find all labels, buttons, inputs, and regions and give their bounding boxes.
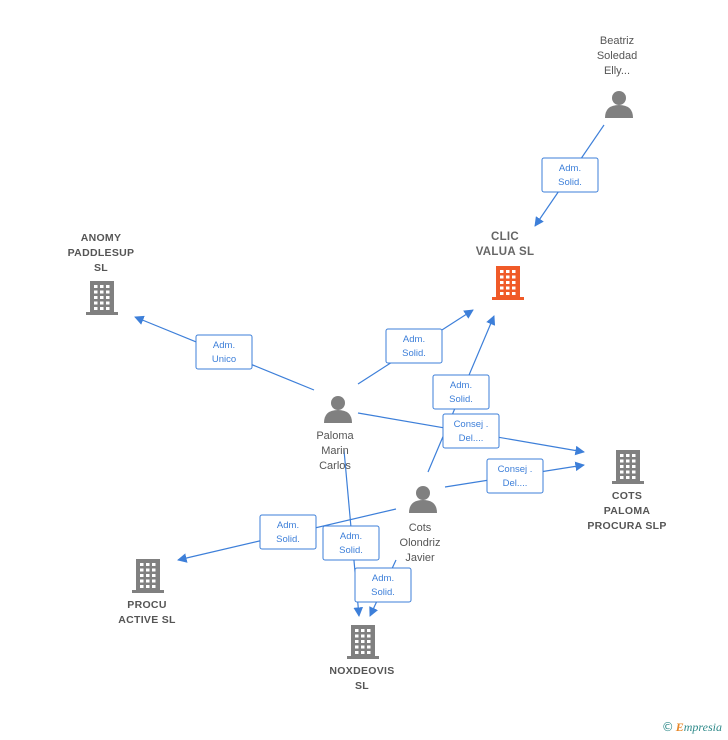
relation-label-line: Solid. <box>449 394 473 405</box>
node-label-line: Cots <box>409 522 432 534</box>
building-icon <box>347 625 379 659</box>
relation-label-line: Solid. <box>371 587 395 598</box>
node-label-line: ANOMY <box>81 232 122 244</box>
relation-label-line: Solid. <box>558 177 582 188</box>
node-label-line: CLIC <box>491 231 519 243</box>
node-label-line: Soledad <box>597 50 637 62</box>
relation-label-paloma-noxdeovis[interactable]: Adm. Solid. <box>322 525 380 561</box>
node-label-line: Marin <box>321 445 349 457</box>
brand-name: mpresia <box>683 720 722 734</box>
relation-label-line: Adm. <box>403 334 425 345</box>
node-label-line: SL <box>94 262 108 274</box>
relation-label-line: Adm. <box>340 531 362 542</box>
relation-label-line: Consej . <box>498 464 533 475</box>
relation-label-line: Solid. <box>276 534 300 545</box>
relation-label-line: Solid. <box>339 545 363 556</box>
node-label-line: PALOMA <box>604 505 651 517</box>
relation-label-beatriz-clic[interactable]: Adm. Solid. <box>541 157 599 193</box>
person-icon <box>409 486 437 513</box>
node-label-line: Carlos <box>319 460 351 472</box>
relation-label-line: Del.... <box>459 433 484 444</box>
company-node-procu[interactable]: PROCU ACTIVE SL <box>118 559 176 626</box>
relation-label-cots_javier-clic[interactable]: Adm. Solid. <box>432 374 490 410</box>
person-icon <box>605 91 633 118</box>
relation-label-line: Adm. <box>372 573 394 584</box>
brand-initial: E <box>675 720 684 734</box>
relation-label-line: Adm. <box>559 163 581 174</box>
node-label-line: VALUA SL <box>476 246 535 258</box>
building-icon <box>612 450 644 484</box>
relation-label-line: Adm. <box>213 340 235 351</box>
relation-label-paloma-anomy[interactable]: Adm. Unico <box>195 334 253 370</box>
relation-label-line: Unico <box>212 354 236 365</box>
empresia-brand[interactable]: ©Empresia <box>662 720 722 735</box>
node-label-line: Elly... <box>604 65 630 77</box>
node-label-line: Paloma <box>316 430 354 442</box>
node-label-line: PROCU <box>127 599 166 611</box>
node-label-line: SL <box>355 680 369 692</box>
node-label-line: NOXDEOVIS <box>329 665 394 677</box>
copyright-icon: © <box>661 720 674 734</box>
node-label-line: ACTIVE SL <box>118 614 176 626</box>
node-label-line: COTS <box>612 490 642 502</box>
building-icon <box>492 266 524 300</box>
company-node-anomy[interactable]: ANOMY PADDLESUP SL <box>68 232 135 315</box>
relation-label-line: Solid. <box>402 348 426 359</box>
node-label-line: PADDLESUP <box>68 247 135 259</box>
node-label-line: Olondriz <box>400 537 441 549</box>
relation-label-cots_javier-procu[interactable]: Adm. Solid. <box>259 514 317 550</box>
node-label-line: Beatriz <box>600 35 634 47</box>
relation-label-line: Adm. <box>277 520 299 531</box>
node-label-line: Javier <box>405 552 435 564</box>
company-node-noxdeovis[interactable]: NOXDEOVIS SL <box>329 625 394 692</box>
relation-label-paloma-clic[interactable]: Adm. Solid. <box>385 328 443 364</box>
node-label-line: PROCURA SLP <box>587 520 666 532</box>
relation-label-cots_javier-noxdeovis[interactable]: Adm. Solid. <box>354 567 412 603</box>
nodes-layer: CLIC VALUA SL ANOMY PADDLESUP SL COTS PALOMA PR… <box>68 35 667 692</box>
relation-label-paloma-cots_paloma[interactable]: Consej . Del.... <box>442 413 500 449</box>
person-node-beatriz[interactable]: BeatrizSoledadElly... <box>597 35 637 118</box>
person-icon <box>324 396 352 423</box>
building-icon <box>86 281 118 315</box>
relation-label-cots_javier-cots_paloma[interactable]: Consej . Del.... <box>486 458 544 494</box>
relation-label-line: Consej . <box>454 419 489 430</box>
company-node-cots_paloma[interactable]: COTS PALOMA PROCURA SLP <box>587 450 666 532</box>
relation-label-line: Del.... <box>503 478 528 489</box>
relation-label-line: Adm. <box>450 380 472 391</box>
company-node-clic[interactable]: CLIC VALUA SL <box>476 231 535 300</box>
building-icon <box>132 559 164 593</box>
